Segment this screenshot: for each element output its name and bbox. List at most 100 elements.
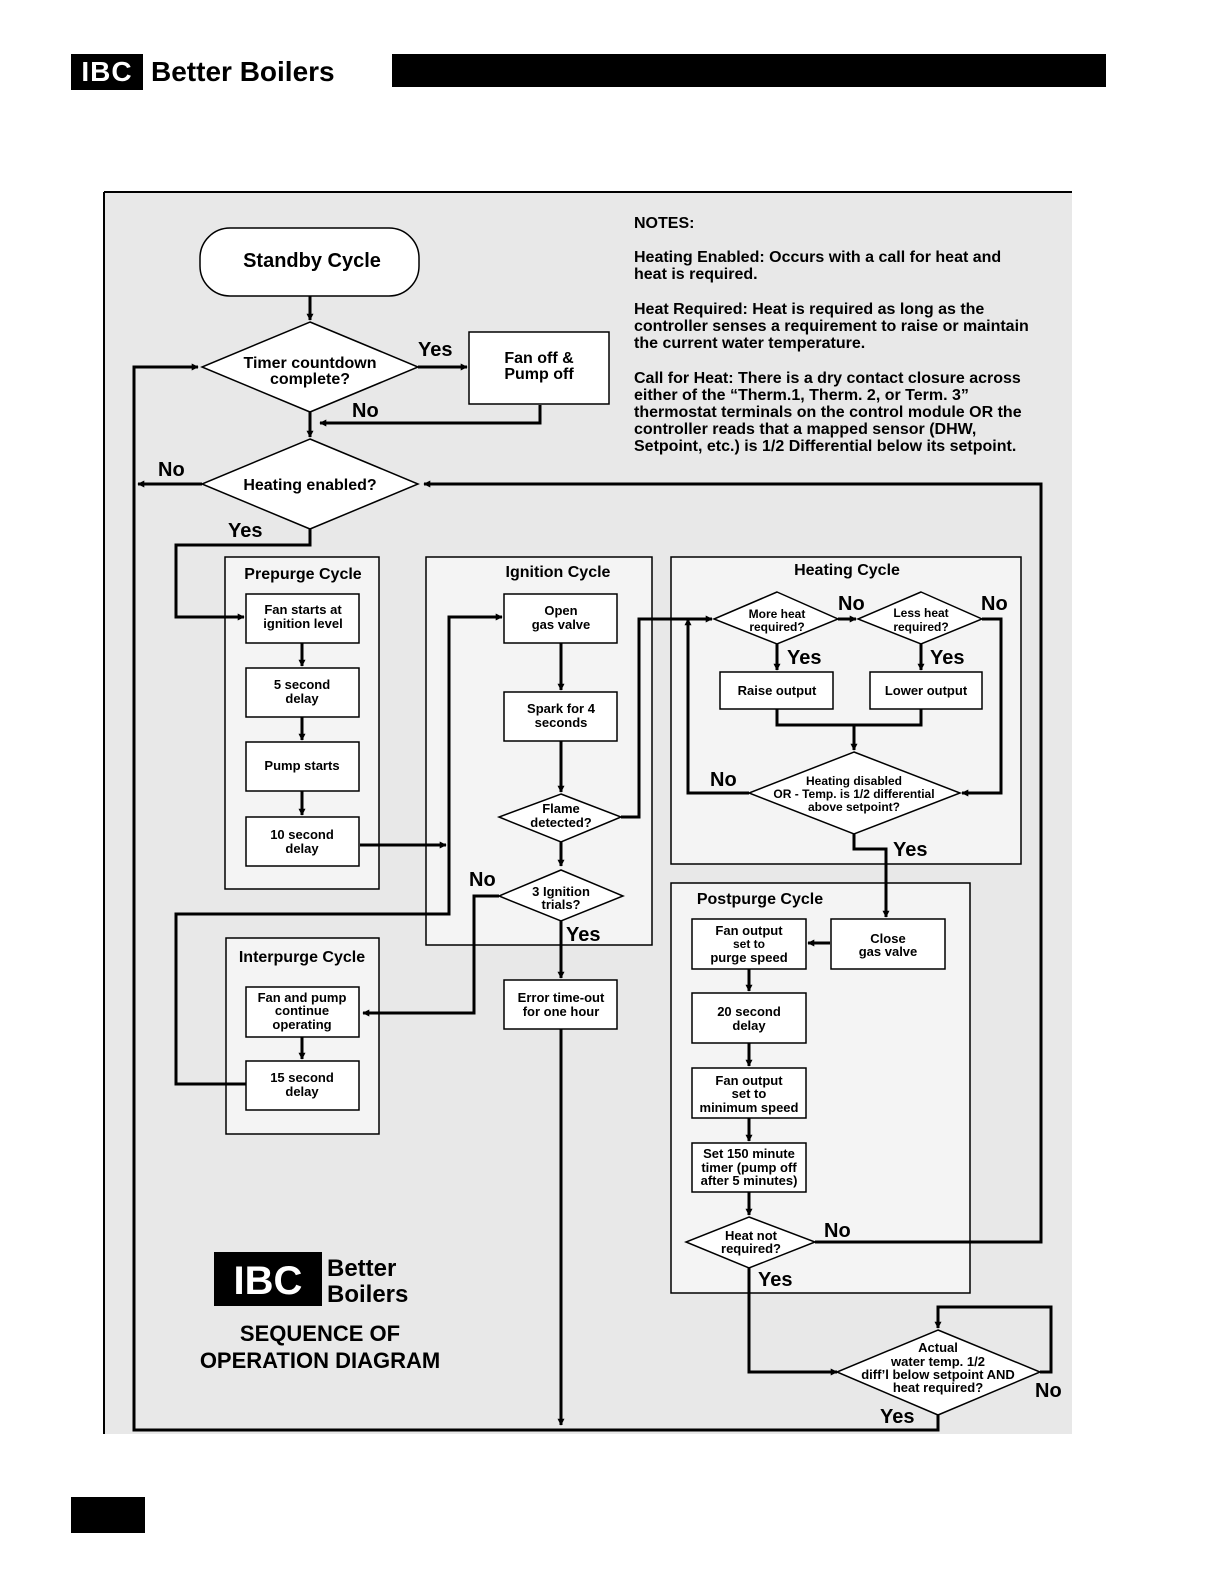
note-call-for-heat-2: either of the “Therm.1, Therm. 2, or Ter… [634,387,969,404]
fan-starts-box [245,593,360,644]
arrow-heatnot-yes-to-actual [747,1268,838,1376]
close-gas-label-2: gas valve [859,944,918,959]
label-disabled-yes: Yes [893,839,927,861]
fan-min-label-1: Fan output [715,1073,783,1088]
fan-off-label-2: Pump off [504,366,574,383]
label-more-yes: Yes [787,647,821,669]
raise-output-label: Raise output [738,683,817,698]
fan-pump-continue-label-1: Fan and pump [258,990,347,1005]
close-gas-valve-box [830,918,946,970]
fan-min-label-3: minimum speed [700,1100,799,1115]
lower-output-box [869,671,983,710]
fan-purge-label-1: Fan output [715,923,783,938]
timer-150-label-2: timer (pump off [701,1160,797,1175]
arrow-fanoff-to-junction [319,405,542,427]
actual-temp-decision [835,1329,1042,1416]
diagram-title-line-2: OPERATION DIAGRAM [200,1348,440,1373]
timer-countdown-decision [200,321,420,413]
fan-starts-label-2: ignition level [263,616,342,631]
arrow-interpurge-to-ignition [174,613,503,1086]
brand-logo-box [214,1252,322,1306]
ibc-logo: IBC [71,54,143,90]
heating-disabled-label-3: above setpoint? [808,800,900,814]
label-timer-yes: Yes [418,339,452,361]
flame-label-1: Flame [542,801,580,816]
more-heat-label-1: More heat [749,607,806,621]
postpurge-title: Postpurge Cycle [697,891,823,908]
heating-title: Heating Cycle [794,562,900,579]
delay-5-label-1: 5 second [274,677,330,692]
prepurge-title: Prepurge Cycle [244,566,361,583]
ignition-trials-decision [497,869,625,922]
timer-150-label-1: Set 150 minute [703,1146,795,1161]
flame-label-2: detected? [530,815,591,830]
fan-pump-continue-label-2: continue [275,1003,329,1018]
delay-10-label-2: delay [285,841,319,856]
heating-enabled-label: Heating enabled? [243,477,376,494]
error-timeout-box [503,979,618,1030]
fan-pump-continue-label-3: operating [272,1017,331,1032]
timer-150-label-3: after 5 minutes) [701,1173,798,1188]
delay-20-label-1: 20 second [717,1004,781,1019]
less-heat-label-1: Less heat [893,606,948,620]
label-heating-no: No [158,459,185,481]
label-more-no: No [838,593,865,615]
note-heat-required-1: Heat Required: Heat is required as long … [634,301,984,318]
timer-countdown-label-2: complete? [270,371,350,388]
actual-temp-label-1: Actual [918,1340,958,1355]
delay-15-label-1: 15 second [270,1070,334,1085]
interpurge-title: Interpurge Cycle [239,949,365,966]
arrow-disabled-yes-to-close [852,834,890,918]
label-trials-no: No [469,869,496,891]
note-call-for-heat-4: controller reads that a mapped sensor (D… [634,421,976,438]
arrow-disabled-no-to-more [686,619,749,795]
arrow-heating-yes-to-prepurge [174,529,312,621]
heating-disabled-label-1: Heating disabled [806,774,902,788]
heat-not-required-decision [684,1216,818,1269]
pump-starts-label: Pump starts [264,758,339,773]
actual-temp-label-2: water temp. 1/2 [890,1354,985,1369]
arrow-trials-no-to-interpurge [362,894,499,1017]
fan-starts-label-1: Fan starts at [264,602,342,617]
arrow-actual-yes-to-timer [132,363,940,1432]
less-heat-label-2: required? [893,620,948,634]
footer-page-block [71,1497,145,1533]
open-gas-label-2: gas valve [532,617,591,632]
delay-15-box [245,1060,360,1111]
page-header: IBC Better Boilers [0,0,1224,100]
pump-starts-box [245,741,360,792]
ignition-trials-label-2: trials? [541,897,580,912]
delay-5-box [245,667,360,718]
fan-purge-box [691,918,807,970]
brand-line-1: Better [327,1255,396,1282]
label-heating-yes: Yes [228,520,262,542]
delay-15-label-2: delay [285,1084,319,1099]
fan-purge-label-3: purge speed [710,950,787,965]
fan-min-box [691,1067,807,1119]
label-less-yes: Yes [930,647,964,669]
actual-temp-label-3: diff’l below setpoint AND [861,1367,1015,1382]
open-gas-label-1: Open [544,603,577,618]
note-call-for-heat-3: thermostat terminals on the control modu… [634,404,1022,421]
standby-cycle-label: Standby Cycle [243,250,381,272]
close-gas-label-1: Close [870,931,905,946]
arrow-flame-yes-to-heating [621,615,713,819]
spark-label-2: seconds [535,715,588,730]
fan-min-label-2: set to [732,1086,767,1101]
fan-pump-continue-box [245,986,360,1038]
label-trials-yes: Yes [566,924,600,946]
heat-not-required-label-1: Heat not [725,1228,778,1243]
label-heatnot-yes: Yes [758,1269,792,1291]
notes-title: NOTES: [634,215,694,232]
heating-disabled-decision [746,751,963,835]
note-call-for-heat-1: Call for Heat: There is a dry contact cl… [634,370,1021,387]
ignition-title: Ignition Cycle [506,564,611,581]
open-gas-valve-box [503,593,618,644]
brand-name: Better Boilers [151,56,335,87]
heating-enabled-decision [200,438,420,530]
timer-countdown-label-1: Timer countdown [243,355,376,372]
less-heat-decision [856,591,984,645]
note-call-for-heat-5: Setpoint, etc.) is 1/2 Differential belo… [634,438,1016,455]
actual-temp-label-4: heat required? [893,1380,983,1395]
